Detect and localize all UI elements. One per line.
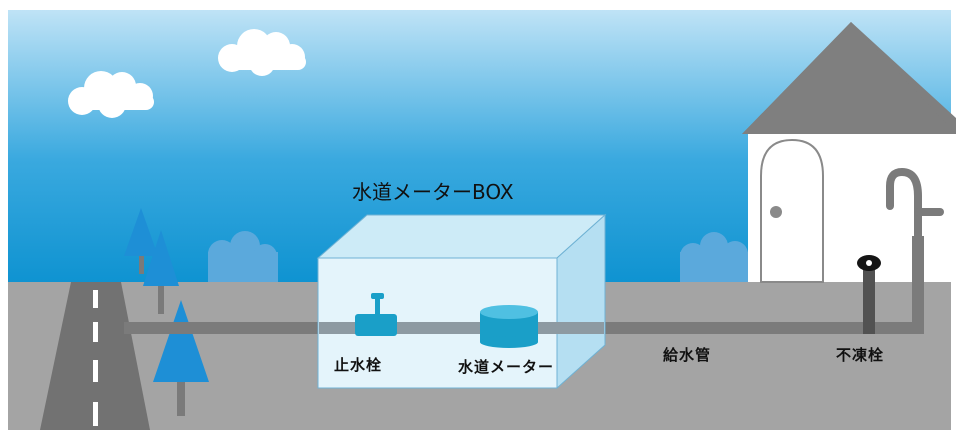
tree-front xyxy=(153,300,209,416)
cloud-right xyxy=(218,29,306,76)
meter-box xyxy=(316,213,607,390)
road xyxy=(40,282,150,430)
meter-box-title: 水道メーターBOX xyxy=(352,180,514,204)
bush-right xyxy=(680,232,748,282)
antifreeze-valve xyxy=(857,255,881,334)
bush-left xyxy=(208,231,278,282)
stop-valve-icon xyxy=(355,293,397,336)
supply-pipe-label: 給水管 xyxy=(663,346,712,364)
tree-middle xyxy=(143,230,179,314)
cloud-left xyxy=(68,71,154,118)
faucet-icon xyxy=(886,167,944,290)
water-meter-icon xyxy=(480,305,538,348)
tree-back xyxy=(124,208,158,274)
antifreeze-valve-label: 不凍栓 xyxy=(836,346,885,364)
water-meter-label: 水道メーター xyxy=(458,358,555,376)
stop-valve-label: 止水栓 xyxy=(334,356,383,374)
